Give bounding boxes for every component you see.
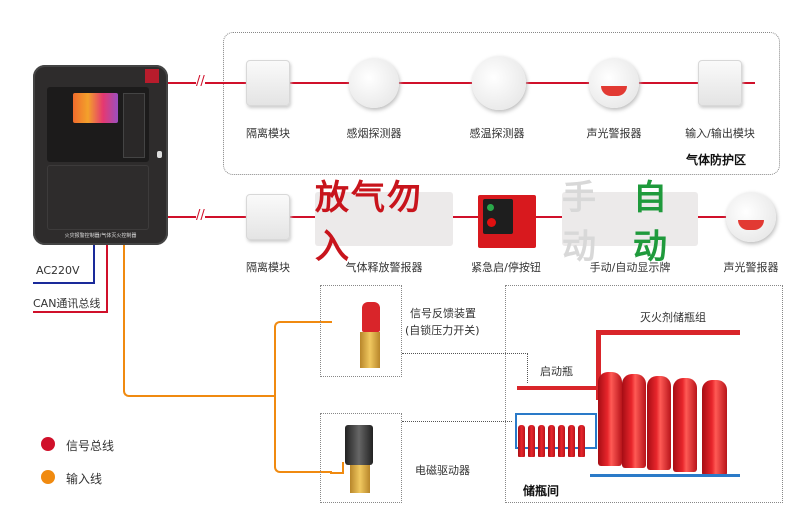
feedback-connector	[402, 353, 528, 383]
agent-cylinder	[647, 376, 671, 470]
device-label: 手动/自动显示牌	[589, 261, 671, 274]
signal-bus-line-second	[168, 216, 753, 218]
solenoid-label: 电磁驱动器	[415, 464, 470, 477]
agent-cylinder	[598, 372, 622, 466]
start-bottle-label: 启动瓶	[540, 365, 573, 378]
touch-screen	[73, 93, 118, 123]
controller-label: 火灾报警控制器/气体灭火控制器	[64, 233, 137, 239]
legend-signal-bus-dot	[41, 437, 55, 451]
io-module-icon	[698, 60, 742, 106]
solenoid-connector	[402, 421, 512, 422]
fire-alarm-controller: 火灾报警控制器/气体灭火控制器	[33, 65, 168, 245]
legend-input-line-label: 输入线	[66, 472, 103, 486]
brass-valve	[350, 465, 370, 493]
signal-bus-line-top	[168, 82, 755, 84]
isolation-module-icon	[246, 60, 290, 106]
solenoid-driver-icon	[345, 425, 373, 465]
start-cylinder	[558, 425, 565, 457]
device-label: 声光警报器	[586, 127, 642, 140]
start-cylinder	[568, 425, 575, 457]
manifold-pipe	[596, 330, 601, 400]
gas-control-module	[123, 93, 145, 158]
manual-auto-sign: 手动自动	[562, 178, 698, 267]
start-cylinder	[578, 425, 585, 457]
rack-base	[590, 474, 740, 477]
feedback-label: 信号反馈装置	[410, 307, 476, 320]
device-label: 感烟探测器	[346, 127, 402, 140]
gas-release-sign: 放气勿入	[315, 178, 453, 267]
auto-text: 自动	[633, 178, 669, 267]
input-line	[342, 462, 344, 473]
feedback-sublabel: (自锁压力开关)	[405, 324, 480, 337]
start-cylinder	[518, 425, 525, 457]
device-label: 声光警报器	[723, 261, 779, 274]
smoke-detector-icon	[349, 58, 399, 108]
sound-light-alarm-icon	[726, 192, 776, 242]
power-line	[33, 282, 95, 284]
qr-code-icon	[145, 69, 159, 83]
storage-group-label: 灭火剂储瓶组	[640, 311, 706, 324]
pressure-switch-icon	[362, 302, 380, 332]
start-manifold	[517, 386, 597, 390]
manifold-pipe	[600, 330, 740, 335]
input-line	[123, 245, 275, 397]
input-line	[274, 321, 332, 473]
start-cylinder	[528, 425, 535, 457]
lower-door	[47, 165, 149, 230]
break-icon: //	[196, 74, 205, 89]
feedback-device-box	[320, 285, 402, 377]
power-line	[93, 245, 95, 284]
device-label: 气体释放警报器	[345, 261, 423, 274]
heat-detector-icon	[472, 56, 526, 110]
agent-cylinder	[673, 378, 697, 472]
brass-body	[360, 332, 380, 368]
lock-icon	[157, 151, 162, 158]
device-label: 感温探测器	[469, 127, 525, 140]
device-label: 隔离模块	[246, 261, 290, 274]
emergency-stop-button[interactable]	[478, 195, 536, 248]
power-label: AC220V	[36, 264, 80, 277]
agent-cylinder	[622, 374, 646, 468]
room-title: 储瓶间	[523, 484, 560, 498]
device-label: 隔离模块	[246, 127, 290, 140]
isolation-module-icon	[246, 194, 290, 240]
sound-light-alarm-icon	[589, 58, 639, 108]
gas-protection-zone	[223, 32, 780, 175]
start-rack	[515, 413, 597, 449]
device-label: 输入/输出模块	[685, 127, 755, 140]
device-label: 紧急启/停按钮	[471, 261, 541, 274]
break-icon: //	[196, 208, 205, 223]
can-line	[106, 245, 108, 313]
can-line	[33, 311, 108, 313]
input-line	[330, 472, 344, 474]
can-label: CAN通讯总线	[33, 297, 101, 310]
legend-input-line-dot	[41, 470, 55, 484]
storage-room	[505, 285, 783, 503]
solenoid-box	[320, 413, 402, 503]
start-cylinder	[548, 425, 555, 457]
manual-text: 手动	[562, 178, 598, 267]
start-cylinder	[538, 425, 545, 457]
agent-cylinder	[702, 380, 727, 476]
legend-signal-bus-label: 信号总线	[66, 439, 115, 453]
zone-title: 气体防护区	[685, 153, 747, 167]
